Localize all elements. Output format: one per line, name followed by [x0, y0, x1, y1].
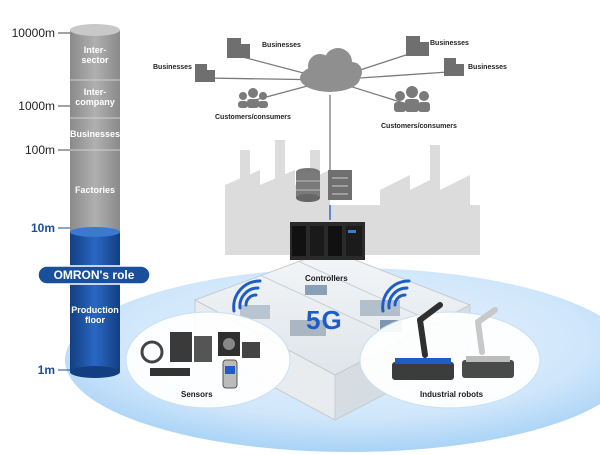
label-customers-left: Customers/consumers — [215, 114, 291, 121]
label-businesses-right: Businesses — [468, 64, 507, 71]
cloud-icon — [300, 48, 362, 92]
building-icon — [227, 38, 250, 58]
scale-ticks — [58, 32, 70, 371]
column-label-line: Production — [71, 305, 119, 315]
people-icon — [238, 88, 268, 108]
label-industrial-robots: Industrial robots — [420, 390, 484, 399]
robots-bubble — [359, 302, 541, 409]
building-icon — [195, 64, 215, 82]
wifi-signal-icon — [232, 279, 262, 313]
scale-label-10000m: 10000m — [11, 26, 55, 40]
people-icon — [394, 86, 430, 112]
label-sensors: Sensors — [181, 390, 213, 399]
label-businesses-left-top: Businesses — [262, 42, 301, 49]
column-label-line: floor — [85, 315, 105, 325]
column-label-production-floor: Production floor — [70, 305, 120, 325]
column-label-line: Inter- — [83, 87, 107, 97]
building-icon — [444, 58, 464, 76]
column-label-intersector: Inter- sector — [70, 45, 120, 65]
scale-column — [70, 24, 120, 378]
omron-role-banner — [37, 265, 151, 285]
label-controllers: Controllers — [305, 274, 348, 283]
column-label-businesses: Businesses — [69, 129, 121, 139]
scale-label-10m: 10m — [30, 221, 55, 235]
column-label-line: Inter- — [83, 45, 107, 55]
column-label-intercompany: Inter- company — [70, 87, 120, 107]
label-businesses-left: Businesses — [153, 64, 192, 71]
scale-label-1m: 1m — [37, 363, 55, 377]
column-label-line: sector — [81, 55, 109, 65]
column-label-factories: Factories — [74, 185, 116, 195]
server-icon — [296, 168, 352, 202]
controller-device — [290, 222, 365, 260]
omron-role-label: OMRON's role — [53, 268, 135, 282]
building-icon — [406, 36, 429, 56]
label-customers-right: Customers/consumers — [381, 123, 457, 130]
scale-label-1000m: 1000m — [18, 99, 55, 113]
column-label-line: company — [75, 97, 115, 107]
label-5g: 5G — [306, 305, 343, 335]
scale-label-100m: 100m — [24, 143, 55, 157]
sensors-bubble — [125, 311, 291, 409]
wifi-signal-icon — [381, 279, 411, 313]
label-businesses-right-top: Businesses — [430, 40, 469, 47]
